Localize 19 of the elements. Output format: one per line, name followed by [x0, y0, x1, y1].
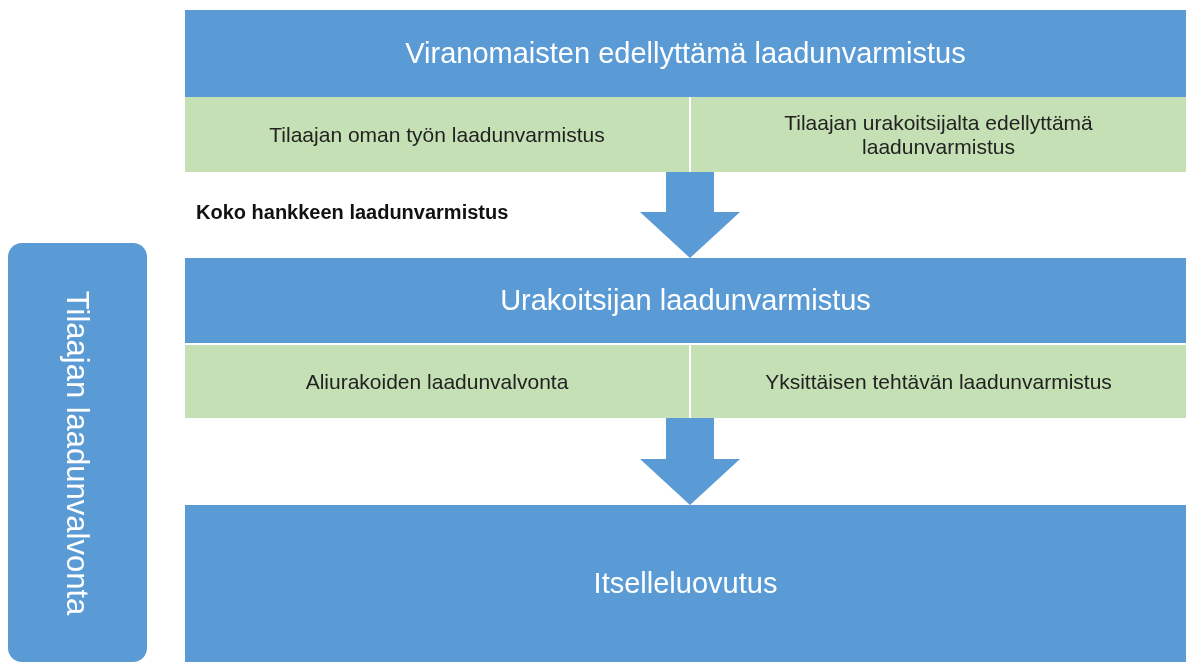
sub-box: [185, 97, 689, 172]
result-band: [185, 505, 1186, 662]
node-text: Yksittäisen tehtävän laadunvarmistus: [764, 369, 1113, 394]
sub-box: [185, 345, 689, 418]
node-text: Urakoitsijan laadunvarmistus: [499, 284, 872, 317]
header-band: [185, 258, 1186, 343]
node-text: Tilaajan urakoitsijalta edellyttämä laadunvarmistus: [783, 110, 1094, 159]
node-text: Itselleluovutus: [592, 567, 779, 600]
header-band: [185, 10, 1186, 97]
node-text: Aliurakoiden laadunvalvonta: [304, 369, 570, 394]
node-text: Tilaajan oman työn laadunvarmistus: [268, 122, 606, 147]
block-arrow: [640, 418, 740, 505]
note-text: Koko hankkeen laadunvarmistus: [196, 201, 509, 224]
side-band: [8, 243, 147, 662]
sub-box: [691, 345, 1186, 418]
node-text: Tilaajan laadunvalvonta: [59, 290, 96, 615]
node-text: Viranomaisten edellyttämä laadunvarmistus: [404, 37, 967, 70]
sub-box: [691, 97, 1186, 172]
block-arrow: [640, 172, 740, 258]
